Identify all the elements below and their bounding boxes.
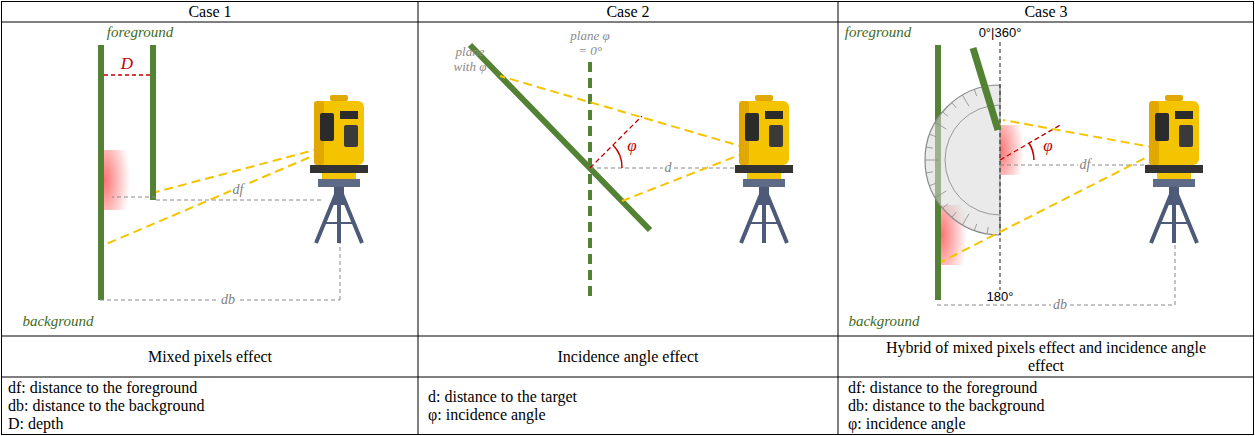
definition: db: distance to the background: [8, 397, 204, 415]
object-label: foreground: [107, 24, 173, 41]
case2-figure: [470, 45, 793, 300]
angle-label: φ: [1043, 136, 1052, 156]
definition: df: distance to the foreground: [848, 379, 1037, 397]
definition: φ: incidence angle: [848, 415, 966, 433]
dimension-label: D: [121, 54, 133, 74]
effect-caption: Hybrid of mixed pixels effect and incide…: [881, 339, 1211, 376]
object-label: background: [848, 313, 919, 330]
definition: db: distance to the background: [848, 397, 1044, 415]
definition: d: distance to the target: [428, 388, 577, 406]
object-label: background: [22, 313, 93, 330]
definition: df: distance to the foreground: [8, 379, 197, 397]
definition: D: depth: [8, 415, 64, 433]
case1-figure: [98, 45, 368, 300]
object-label: foreground: [845, 24, 911, 41]
distance-label: db: [219, 292, 237, 308]
distance-label: db: [1051, 297, 1069, 313]
effect-caption: Mixed pixels effect: [10, 348, 410, 366]
plane-label: plane with φ: [445, 45, 495, 75]
effect-caption: Incidence angle effect: [428, 348, 828, 366]
angle-label: φ: [627, 136, 636, 156]
angle-mark: 180°: [985, 290, 1016, 305]
distance-label: df: [231, 182, 246, 198]
definition: φ: incidence angle: [428, 406, 546, 424]
column-header: Case 2: [606, 3, 649, 21]
column-header: Case 1: [188, 3, 231, 21]
distance-label: df: [1078, 157, 1093, 173]
case3-figure: [925, 28, 1203, 305]
plane-label: plane φ = 0°: [565, 29, 615, 59]
angle-mark: 0°|360°: [977, 26, 1024, 41]
distance-label: d: [663, 160, 674, 176]
column-header: Case 3: [1024, 3, 1067, 21]
